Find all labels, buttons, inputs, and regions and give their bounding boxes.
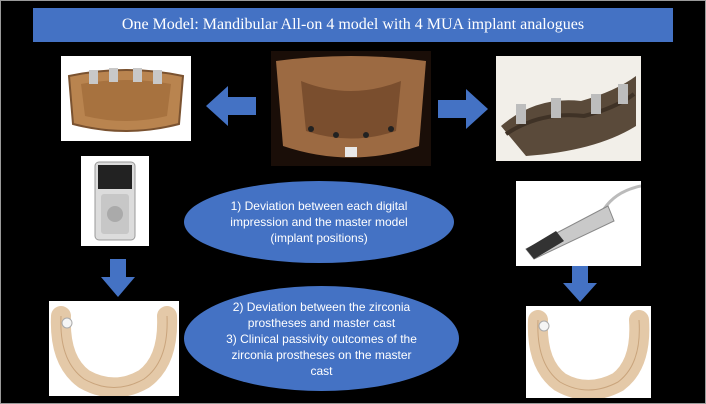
left-model-photo: [61, 56, 191, 141]
right-arrow-icon: [438, 89, 488, 129]
ellipse-top-line-1: 1) Deviation between each digital: [230, 199, 408, 213]
left-scanner-photo: [81, 156, 149, 246]
ellipse-bottom-line-5: cast: [310, 363, 333, 378]
ellipse-top-line-3: (implant positions): [270, 231, 368, 245]
ellipse-zirconia-prosthesis-outcomes: 2) Deviation between the zirconia prosth…: [184, 286, 459, 391]
right-scanner-photo: [516, 181, 641, 266]
left-arrow-icon: [206, 86, 256, 126]
left-dental-arch-photo: [49, 301, 179, 396]
ellipse-bottom-line-4: zirconia prostheses on the master: [231, 347, 412, 362]
right-model-photo: [496, 56, 641, 161]
ellipse-bottom-line-2: prostheses and master cast: [247, 315, 396, 330]
ellipse-digital-impression-deviation: 1) Deviation between each digital impres…: [184, 181, 454, 263]
center-master-model-photo: [271, 51, 431, 166]
right-down-arrow-icon: [563, 266, 597, 302]
left-down-arrow-icon: [101, 259, 135, 297]
ellipse-top-line-2: impression and the master model: [230, 215, 408, 229]
ellipse-bottom-line-1: 2) Deviation between the zirconia: [232, 299, 411, 314]
title-banner: One Model: Mandibular All-on 4 model wit…: [33, 8, 673, 42]
right-dental-arch-photo: [526, 306, 651, 398]
title-text: One Model: Mandibular All-on 4 model wit…: [121, 16, 585, 33]
ellipse-bottom-line-3: 3) Clinical passivity outcomes of the: [226, 331, 417, 346]
